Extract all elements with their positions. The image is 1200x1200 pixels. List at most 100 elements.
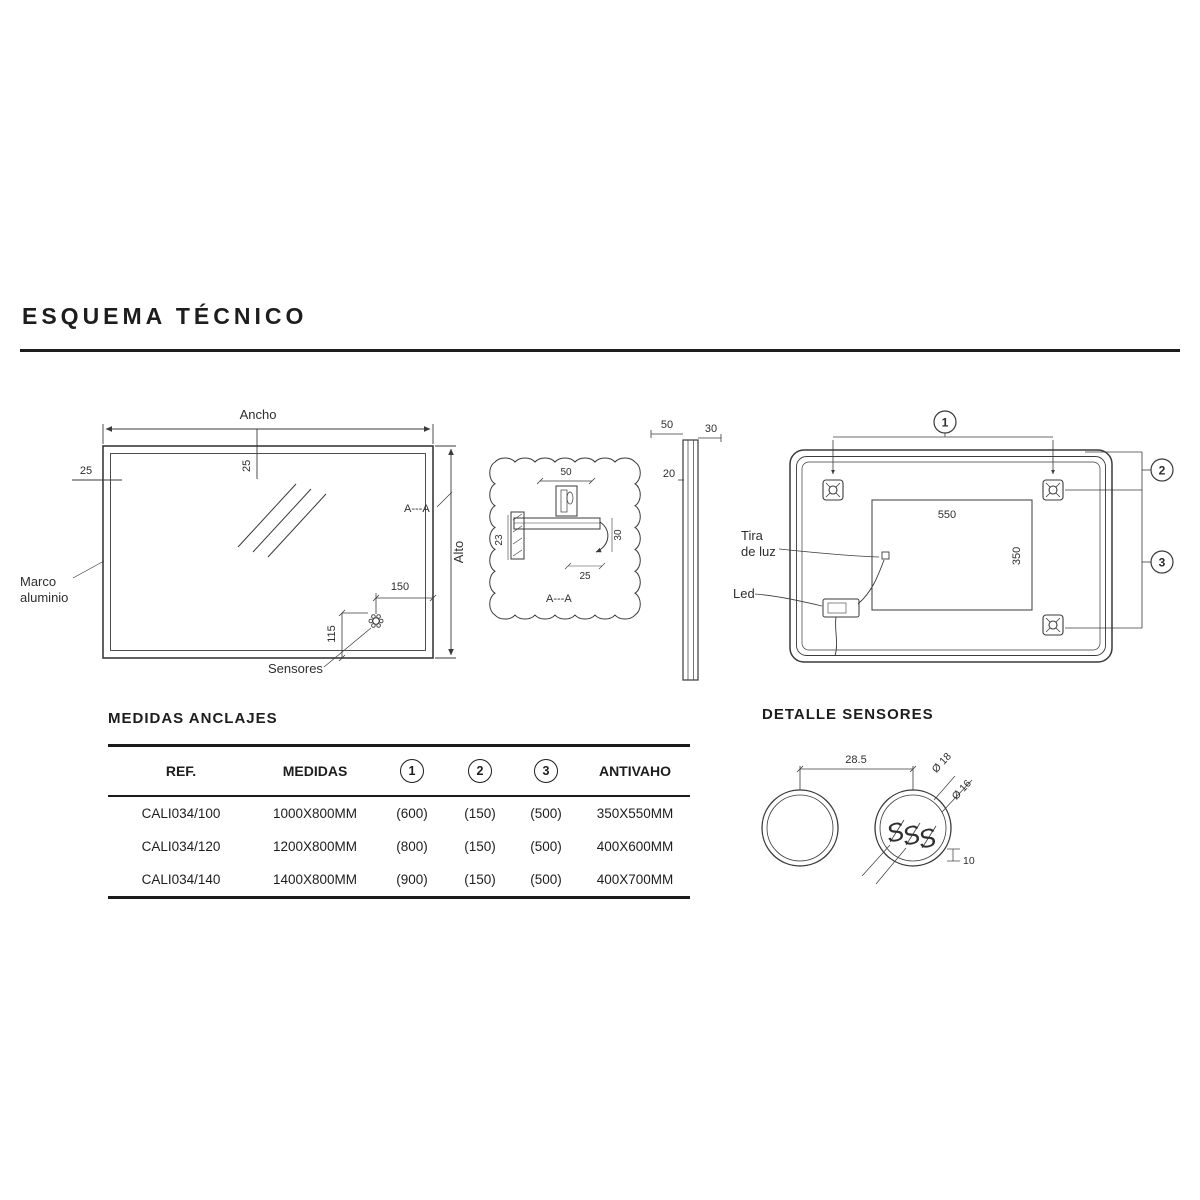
anchor-plate-bottom-right [1042, 614, 1064, 636]
dim-115-label: 115 [326, 625, 338, 643]
anchor-dim-1 [831, 433, 1055, 475]
anchor-3-header-badge: 3 [534, 759, 558, 783]
back-outer-frame [789, 449, 1113, 663]
anchor-plate-top-left [822, 479, 844, 501]
sensor-wave-icon: S [916, 822, 940, 855]
cell-antivaho: 400X700MM [596, 872, 674, 887]
section-mark-label: A---A [404, 503, 430, 515]
side-dim-lines [650, 430, 722, 481]
sensor-dim-d16-label: Ø 16 [950, 777, 974, 802]
side-dim-30-label: 30 [705, 423, 717, 435]
tira-label-line1: Tira [741, 528, 764, 543]
anchor-2-number: 2 [1159, 464, 1166, 478]
dim-150-label: 150 [391, 581, 409, 593]
cell-anchor-3: (500) [530, 806, 562, 821]
sensor-wave-icon: S [884, 816, 908, 849]
sensores-leader [323, 627, 372, 668]
anchor-3-badge [1150, 550, 1174, 574]
marco-label-line1: Marco [20, 574, 56, 589]
light-strip-marker [881, 551, 890, 560]
dim-115-lines [338, 609, 368, 662]
cell-anchor-3: (500) [530, 872, 562, 887]
back-dim-550-label: 550 [938, 509, 956, 521]
marco-label-line2: aluminio [20, 590, 68, 605]
table-row: CALI034/140 1400X800MM (900) (150) (500)… [108, 863, 690, 898]
mirror-outer-frame [102, 445, 434, 659]
col-header-anchor-3: 3 [512, 745, 580, 797]
sensor-diameter-leaders [933, 775, 973, 813]
mirror-reflection-lines [237, 483, 327, 558]
detail-cloud-border [489, 457, 641, 620]
anchor-1-header-badge: 1 [400, 759, 424, 783]
cell-ref: CALI034/120 [141, 839, 221, 854]
tira-label-line2: de luz [741, 544, 776, 559]
anchor-dim-2 [1065, 451, 1151, 491]
section-detail-view [489, 457, 641, 620]
back-view [754, 410, 1174, 663]
sensor-wave-icon: S [900, 819, 924, 852]
cell-anchor-2: (150) [464, 839, 496, 854]
cell-medidas: 1000X800MM [272, 806, 358, 821]
dim-top-25-label: 25 [241, 460, 253, 472]
detail-cross-section [510, 485, 609, 560]
cell-anchor-2: (150) [464, 872, 496, 887]
anchor-1-badge [933, 410, 957, 434]
back-dim-350-label: 350 [1011, 547, 1023, 565]
anchors-table: REF. MEDIDAS 1 2 3 ANTIVAHO CALI034/100 … [108, 744, 690, 899]
cell-anchor-1: (600) [396, 806, 428, 821]
side-dim-20-label: 20 [663, 468, 675, 480]
alto-dimension [435, 445, 456, 659]
mirror-inner-frame [110, 453, 426, 651]
alto-label: Alto [451, 541, 466, 563]
led-driver [822, 559, 885, 657]
cell-anchor-1: (900) [396, 872, 428, 887]
led-label: Led [733, 586, 755, 601]
col-header-antivaho-label: ANTIVAHO [598, 763, 672, 779]
tira-led-leaders [754, 548, 880, 607]
cell-anchor-2: (150) [464, 806, 496, 821]
col-header-anchor-1: 1 [376, 745, 448, 797]
col-header-ref-label: REF. [165, 763, 197, 779]
front-view [72, 424, 456, 668]
cell-ref: CALI034/100 [141, 806, 221, 821]
cell-anchor-3: (500) [530, 839, 562, 854]
anchor-dim-3 [1065, 490, 1151, 629]
anchors-table-title: MEDIDAS ANCLAJES [108, 710, 278, 727]
cell-antivaho: 400X600MM [596, 839, 674, 854]
detail-dim-25-lines [564, 562, 606, 570]
side-view [650, 430, 722, 681]
col-header-antivaho: ANTIVAHO [580, 745, 690, 797]
detail-dim-23-label: 23 [494, 534, 505, 546]
sensores-label: Sensores [268, 661, 323, 676]
sensor-dim-10-label: 10 [963, 855, 975, 867]
anchors-table-wrap: REF. MEDIDAS 1 2 3 ANTIVAHO CALI034/100 … [108, 744, 690, 899]
detail-dim-50-label: 50 [560, 467, 572, 478]
detail-dim-25-label: 25 [579, 571, 591, 582]
side-profile-bar [682, 439, 699, 681]
sensor-detail-title: DETALLE SENSORES [762, 706, 934, 723]
anchor-2-header-badge: 2 [468, 759, 492, 783]
ancho-label: Ancho [240, 407, 277, 422]
anchor-1-number: 1 [942, 416, 949, 430]
section-cut-leader [436, 491, 453, 508]
antifog-pad [871, 499, 1033, 611]
anchor-plate-top-right [1042, 479, 1064, 501]
dim-left-25-label: 25 [80, 465, 92, 477]
page-title: ESQUEMA TÉCNICO [22, 303, 308, 329]
sensor-dim-28-5-label: 28.5 [845, 754, 866, 766]
anchor-3-number: 3 [1159, 556, 1166, 570]
side-dim-50-label: 50 [661, 419, 673, 431]
cell-medidas: 1200X800MM [272, 839, 358, 854]
cell-medidas: 1400X800MM [272, 872, 358, 887]
col-header-medidas-label: MEDIDAS [282, 763, 348, 779]
table-row: CALI034/120 1200X800MM (800) (150) (500)… [108, 830, 690, 863]
detail-dim-50-lines [536, 477, 596, 485]
sensor-detail-drawing [761, 765, 973, 885]
anchor-2-badge [1150, 458, 1174, 482]
sensor-dim-d18-label: Ø 18 [930, 750, 954, 775]
col-header-medidas: MEDIDAS [254, 745, 376, 797]
dim-150-lines [372, 593, 437, 614]
sensor-circle-left [761, 789, 839, 867]
